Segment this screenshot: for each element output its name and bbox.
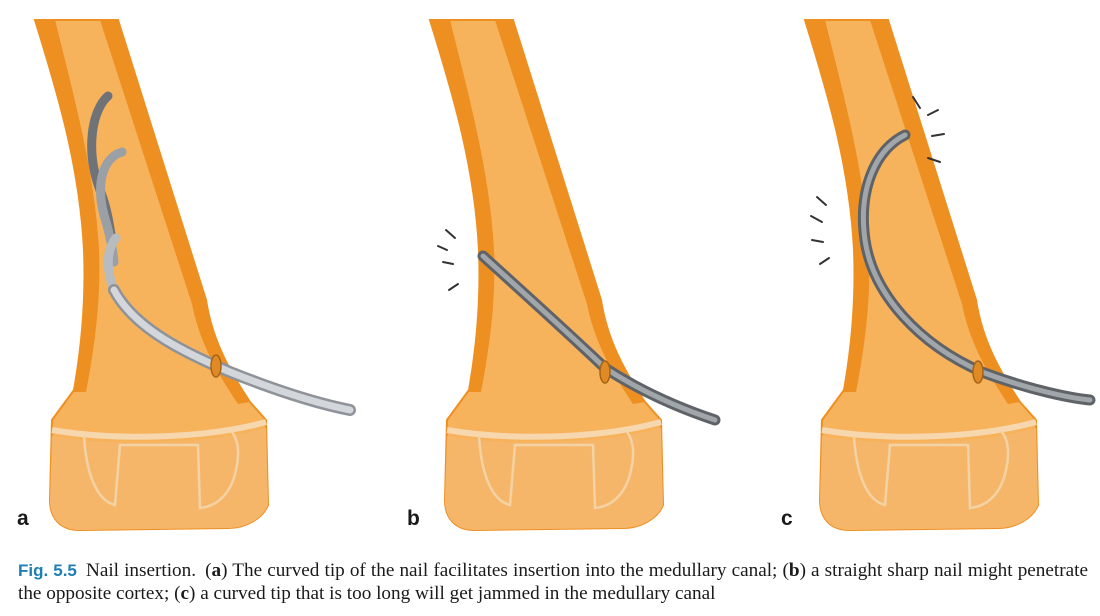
panel-label-c: c [781, 507, 793, 530]
caption-marker-b: b [788, 560, 800, 581]
impact-lines [437, 229, 459, 291]
entry-point [210, 354, 222, 378]
entry-point [972, 360, 984, 384]
entry-point [599, 360, 611, 384]
figure-caption: Fig. 5.5 Nail insertion. (a) The curved … [18, 560, 1088, 604]
caption-text-a: The curved tip of the nail facilitates i… [232, 560, 778, 581]
panel-label-a: a [17, 507, 29, 530]
nail-highlight [110, 286, 354, 414]
impact-lines-left [810, 196, 830, 265]
panel-a-illustration [35, 20, 356, 530]
figure-number: Fig. 5.5 [18, 561, 77, 580]
figure-illustration [0, 0, 1096, 545]
panel-label-b: b [407, 507, 420, 530]
panel-b-illustration [430, 20, 721, 530]
caption-marker-a: a [211, 560, 222, 581]
caption-marker-c: c [180, 583, 190, 604]
nail-highlight [860, 132, 1093, 403]
impact-lines-right [912, 96, 945, 163]
caption-text-b: a straight sharp nail might penetrate th… [18, 560, 1088, 604]
caption-text-c: a curved tip that is too long will get j… [200, 583, 716, 604]
figure-title: Nail insertion. [85, 560, 197, 581]
panel-c-illustration [805, 20, 1096, 530]
